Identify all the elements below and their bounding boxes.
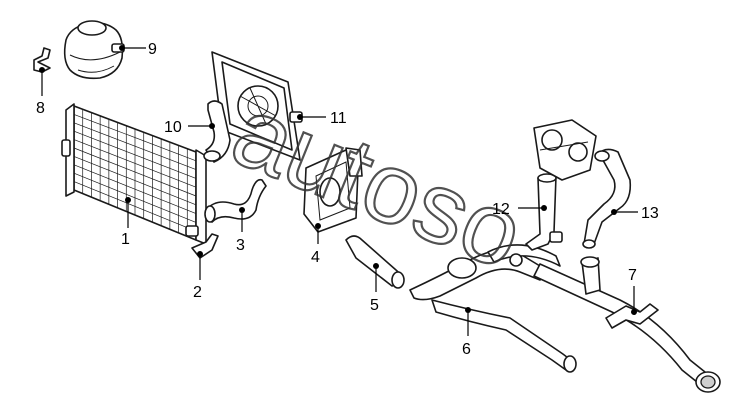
callout-8: 8 xyxy=(36,67,45,117)
fan-shroud xyxy=(211,51,303,161)
callout-10: 10 xyxy=(164,119,215,136)
heater-hose xyxy=(345,235,405,289)
callout-13: 13 xyxy=(611,205,659,222)
thermostat-housing xyxy=(303,147,363,233)
callout-12-label: 12 xyxy=(492,201,510,218)
callout-4-label: 4 xyxy=(311,249,320,266)
callout-5-label: 5 xyxy=(370,297,379,314)
expansion-tank xyxy=(63,20,125,80)
callout-13-label: 13 xyxy=(641,205,659,222)
callout-5: 5 xyxy=(370,263,379,314)
callout-12: 12 xyxy=(492,201,547,218)
pipe-stub xyxy=(525,173,563,251)
pump-hose xyxy=(582,148,632,249)
callout-8-label: 8 xyxy=(36,100,45,117)
callout-6: 6 xyxy=(462,307,471,358)
coolant-return-pipe xyxy=(533,256,721,393)
callout-2-label: 2 xyxy=(193,284,202,301)
callout-11: 11 xyxy=(297,110,347,127)
callout-10-label: 10 xyxy=(164,119,182,136)
callout-1-label: 1 xyxy=(121,231,130,248)
upper-radiator-hose xyxy=(203,100,231,163)
callout-2: 2 xyxy=(193,251,203,301)
callout-9-label: 9 xyxy=(148,41,157,58)
radiator xyxy=(61,103,207,245)
callout-7: 7 xyxy=(628,267,637,315)
callout-7-label: 7 xyxy=(628,267,637,284)
callout-3-label: 3 xyxy=(236,237,245,254)
callout-1: 1 xyxy=(121,197,131,248)
water-pump xyxy=(533,119,597,181)
callout-11-label: 11 xyxy=(330,110,347,127)
callout-4: 4 xyxy=(311,223,321,266)
tank-bracket xyxy=(33,47,51,73)
callout-3: 3 xyxy=(236,207,245,254)
callout-9: 9 xyxy=(119,41,157,58)
lower-radiator-hose xyxy=(204,178,267,223)
callout-6-label: 6 xyxy=(462,341,471,358)
